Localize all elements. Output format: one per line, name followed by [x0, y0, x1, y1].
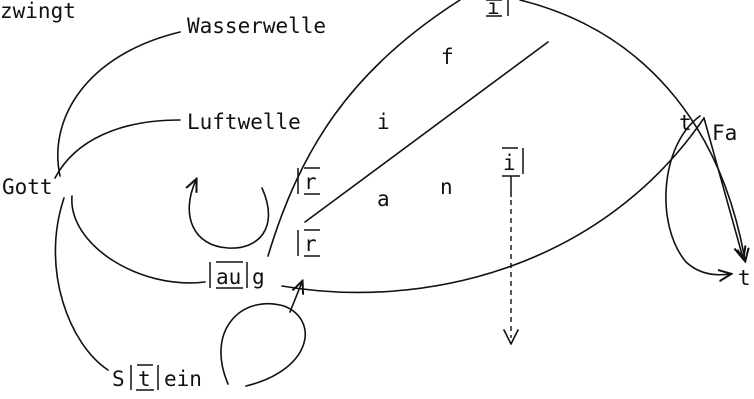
line-t-to-t-bottom	[703, 117, 743, 258]
glyph-i-top: i	[487, 0, 500, 19]
arc-top-to-t-bottom	[519, 0, 745, 260]
glyph-fa: Fa	[712, 121, 737, 145]
arc-gott-aug	[71, 195, 206, 284]
word-wasserwelle: Wasserwelle	[187, 14, 326, 38]
stein-letter-t: t	[138, 367, 151, 391]
arc-gott-luftwelle	[54, 119, 181, 179]
glyph-f: f	[441, 45, 454, 69]
dashed-arrow-head	[503, 329, 519, 345]
word-zwingt: zwingt	[0, 0, 76, 23]
word-luftwelle: Luftwelle	[187, 110, 301, 134]
arc-g-to-top	[267, 0, 461, 257]
stein-letter-s: S	[112, 367, 125, 391]
stein-letters-ein: ein	[164, 367, 202, 391]
arc-gott-wasserwelle	[57, 31, 181, 177]
glyph-n: n	[440, 175, 453, 199]
glyph-i-right: i	[503, 151, 516, 175]
arc-g-to-t	[281, 117, 705, 294]
loop-upper	[189, 180, 270, 249]
glyph-i-mid: i	[377, 110, 390, 134]
glyph-r-upper: r	[304, 170, 317, 194]
glyph-t-right: t	[679, 111, 692, 135]
arc-gott-stein	[54, 197, 109, 371]
glyph-g: g	[252, 265, 265, 289]
loop-right-t	[665, 115, 730, 275]
word-gott: Gott	[2, 175, 53, 199]
glyph-a: a	[377, 187, 390, 211]
glyph-t-bottom: t	[738, 266, 751, 290]
loop-lower	[220, 282, 305, 387]
glyph-au: au	[216, 265, 241, 289]
glyph-r-lower: r	[304, 232, 317, 256]
line-r-to-right	[304, 41, 549, 223]
